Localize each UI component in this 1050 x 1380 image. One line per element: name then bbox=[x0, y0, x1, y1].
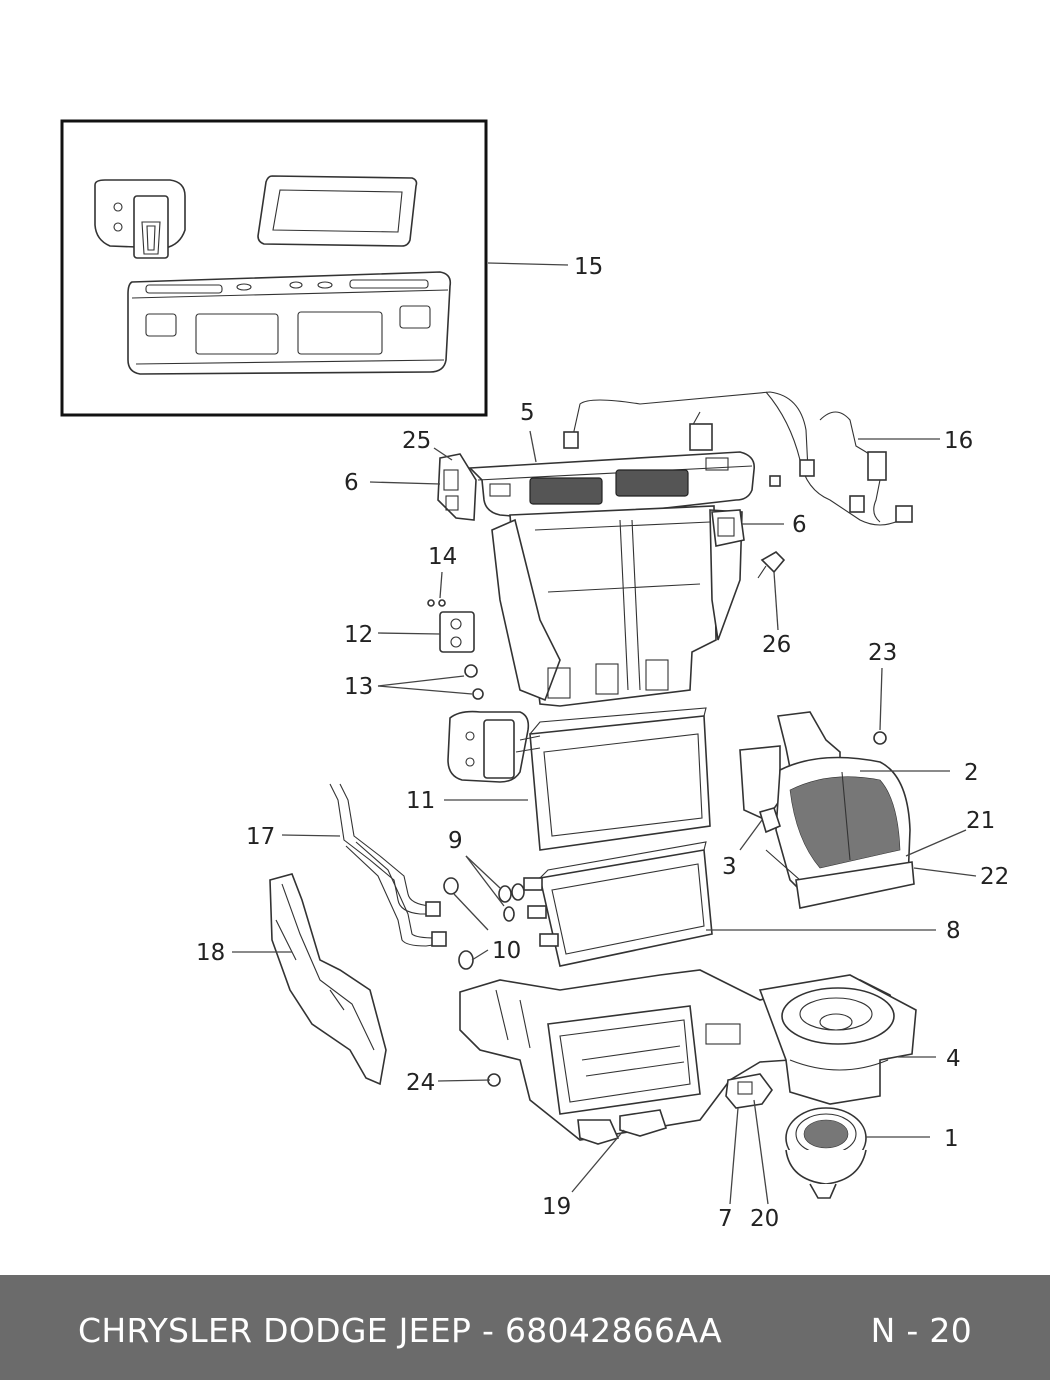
callout-13: 13 bbox=[344, 674, 373, 700]
clip-bracket-drawing bbox=[94, 179, 186, 259]
callout-17: 17 bbox=[246, 824, 275, 850]
wiring-harness-drawing bbox=[563, 391, 913, 526]
callout-11: 11 bbox=[406, 788, 435, 814]
callout-25: 25 bbox=[402, 428, 431, 454]
blower-motor-drawing bbox=[785, 1107, 867, 1199]
callout-6-left: 6 bbox=[344, 470, 359, 496]
callout-20: 20 bbox=[750, 1206, 779, 1232]
footer-page-number: N - 20 bbox=[870, 1311, 972, 1350]
recirculation-housing-drawing bbox=[739, 711, 915, 909]
callout-14: 14 bbox=[428, 544, 457, 570]
footer-bar: CHRYSLER DODGE JEEP - 68042866AA N - 20 bbox=[0, 1275, 1050, 1380]
parts-diagram: 1 2 3 4 5 6 6 7 8 9 10 11 12 13 14 15 16… bbox=[60, 119, 1009, 1232]
callout-3: 3 bbox=[722, 854, 737, 880]
heater-tubes-drawing bbox=[329, 783, 447, 947]
callout-12: 12 bbox=[344, 622, 373, 648]
blower-resistor-drawing bbox=[725, 1073, 773, 1109]
temperature-sensor-drawing bbox=[757, 551, 786, 579]
callout-1: 1 bbox=[944, 1126, 959, 1152]
blower-housing-drawing bbox=[758, 974, 917, 1105]
seal-frame-drawing bbox=[257, 175, 418, 247]
callout-26: 26 bbox=[762, 632, 791, 658]
callout-18: 18 bbox=[196, 940, 225, 966]
callout-8: 8 bbox=[946, 918, 961, 944]
callout-7: 7 bbox=[718, 1206, 733, 1232]
heater-core-drawing bbox=[523, 841, 713, 967]
leader-lines bbox=[232, 262, 977, 1205]
floor-duct-drawing bbox=[269, 873, 387, 1086]
upper-housing-drawing bbox=[468, 451, 756, 707]
callout-21: 21 bbox=[966, 808, 995, 834]
callout-10: 10 bbox=[492, 938, 521, 964]
callout-23: 23 bbox=[868, 640, 897, 666]
callout-19: 19 bbox=[542, 1194, 571, 1220]
callout-9: 9 bbox=[448, 828, 463, 854]
expansion-valve-drawing bbox=[427, 599, 484, 700]
mode-actuator-right-drawing bbox=[711, 509, 745, 547]
callout-2: 2 bbox=[964, 760, 979, 786]
footer-part-line: CHRYSLER DODGE JEEP - 68042866AA bbox=[78, 1311, 722, 1350]
callout-4: 4 bbox=[946, 1046, 961, 1072]
o-rings-drawing bbox=[443, 877, 525, 970]
evaporator-core-drawing bbox=[447, 707, 711, 851]
callout-22: 22 bbox=[980, 864, 1009, 890]
callout-24: 24 bbox=[406, 1070, 435, 1096]
callout-15: 15 bbox=[574, 254, 603, 280]
callout-5: 5 bbox=[520, 400, 535, 426]
inset-box bbox=[60, 119, 488, 417]
outlet-bezel-drawing bbox=[127, 271, 452, 375]
callout-16: 16 bbox=[944, 428, 973, 454]
mode-actuator-left-drawing bbox=[437, 453, 477, 521]
callout-labels: 1 2 3 4 5 6 6 7 8 9 10 11 12 13 14 15 16… bbox=[196, 254, 1009, 1232]
callout-6-right: 6 bbox=[792, 512, 807, 538]
